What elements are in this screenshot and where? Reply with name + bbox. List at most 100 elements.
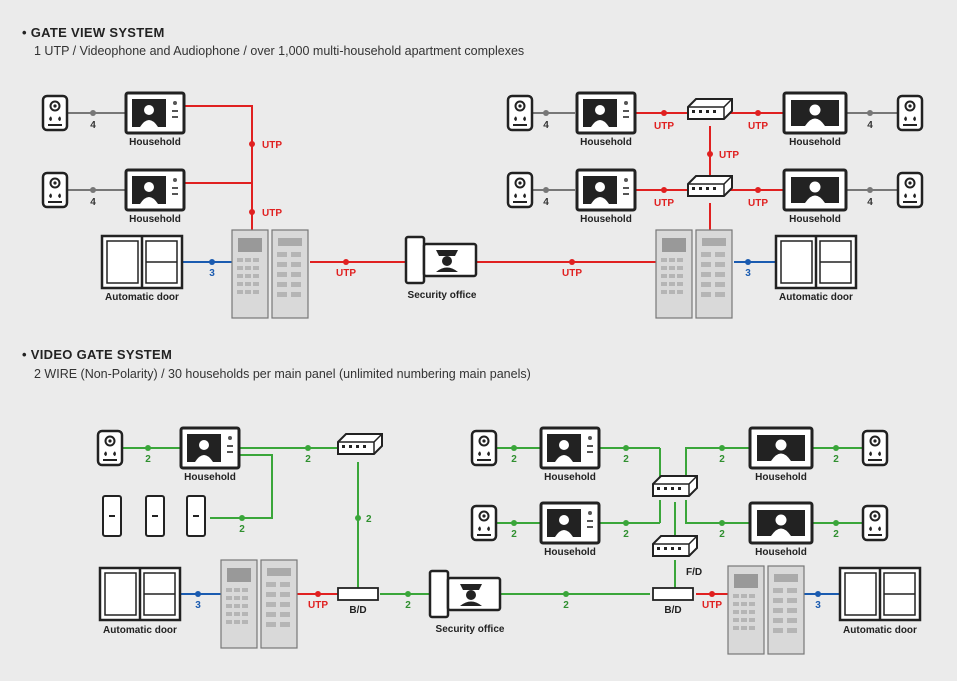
video-gate-title: • VIDEO GATE SYSTEM [22,347,173,362]
videophone-icon [179,426,241,470]
utp-label: UTP [748,121,768,132]
household-label: Household [544,547,596,558]
utp-label: UTP [748,198,768,209]
wire-count-label: 4 [867,197,873,208]
video-gate-wires [112,447,872,595]
wire-count-label: 3 [195,600,201,611]
wire-count-label: 4 [90,120,96,131]
household-label: Household [580,137,632,148]
wire-count-label: 2 [511,529,517,540]
wire-count-label: 4 [867,120,873,131]
security-office-icon [428,569,502,619]
door-camera-icon [861,504,889,542]
utp-label: UTP [719,150,739,161]
wire-count-label: 2 [305,454,311,465]
utp-label: UTP [562,268,582,279]
security-office-label: Security office [408,290,477,301]
door-camera-icon [96,429,124,467]
videophone-icon [575,91,637,135]
main-panel-icon [655,229,733,319]
door-camera-icon [506,171,534,209]
automatic-door-icon [98,566,182,622]
distributor-box-icon [652,535,698,557]
wire-count-label: 2 [239,524,245,535]
distributor-box-icon [687,98,733,120]
household-label: Household [129,214,181,225]
distributor-box-icon [687,175,733,197]
household-label: Household [184,472,236,483]
bd-label: B/D [664,605,681,616]
wire-count-label: 2 [405,600,411,611]
wire-count-label: 2 [511,454,517,465]
bd-box-icon [337,587,379,601]
monitor-icon [748,426,814,470]
door-phone-icon [145,495,165,537]
door-camera-icon [861,429,889,467]
videophone-icon [124,168,186,212]
security-office-icon [404,235,478,285]
fd-label: F/D [686,567,702,578]
automatic-door-label: Automatic door [105,292,179,303]
door-phone-icon [186,495,206,537]
monitor-icon [782,168,848,212]
wire-count-label: 3 [745,268,751,279]
wire-count-label: 2 [145,454,151,465]
wire-count-label: 2 [563,600,569,611]
main-panel-icon [220,559,298,649]
bd-label: B/D [349,605,366,616]
automatic-door-icon [100,234,184,290]
door-camera-icon [470,429,498,467]
video-gate-junction-dots [145,445,839,597]
door-camera-icon [896,171,924,209]
wire-count-label: 4 [90,197,96,208]
door-camera-icon [470,504,498,542]
monitor-icon [782,91,848,135]
videophone-icon [539,426,601,470]
main-panel-icon [231,229,309,319]
household-label: Household [755,472,807,483]
utp-label: UTP [262,208,282,219]
wire-count-label: 3 [209,268,215,279]
utp-label: UTP [308,600,328,611]
distributor-box-icon [337,433,383,455]
wire-count-label: 2 [719,529,725,540]
household-label: Household [580,214,632,225]
wire-count-label: 2 [719,454,725,465]
utp-label: UTP [654,121,674,132]
household-label: Household [789,137,841,148]
wire-count-label: 2 [623,454,629,465]
utp-label: UTP [262,140,282,151]
door-camera-icon [506,94,534,132]
wire-count-label: 4 [543,197,549,208]
automatic-door-label: Automatic door [103,625,177,636]
wire-count-label: 2 [623,529,629,540]
videophone-icon [539,501,601,545]
utp-label: UTP [336,268,356,279]
wire-count-label: 2 [366,514,372,525]
gate-view-subtitle: 1 UTP / Videophone and Audiophone / over… [34,44,525,58]
automatic-door-icon [838,566,922,622]
wire-count-label: 4 [543,120,549,131]
household-label: Household [544,472,596,483]
gate-view-title: • GATE VIEW SYSTEM [22,25,165,40]
distributor-box-icon [652,475,698,497]
wire-count-label: 2 [833,454,839,465]
utp-label: UTP [654,198,674,209]
security-office-label: Security office [436,624,505,635]
door-camera-icon [41,94,69,132]
monitor-icon [748,501,814,545]
gate-view-wires [55,105,905,263]
main-panel-icon [727,565,805,655]
automatic-door-icon [774,234,858,290]
household-label: Household [755,547,807,558]
household-label: Household [789,214,841,225]
door-phone-icon [102,495,122,537]
bd-box-icon [652,587,694,601]
utp-label: UTP [702,600,722,611]
household-label: Household [129,137,181,148]
videophone-icon [575,168,637,212]
automatic-door-label: Automatic door [779,292,853,303]
door-camera-icon [41,171,69,209]
